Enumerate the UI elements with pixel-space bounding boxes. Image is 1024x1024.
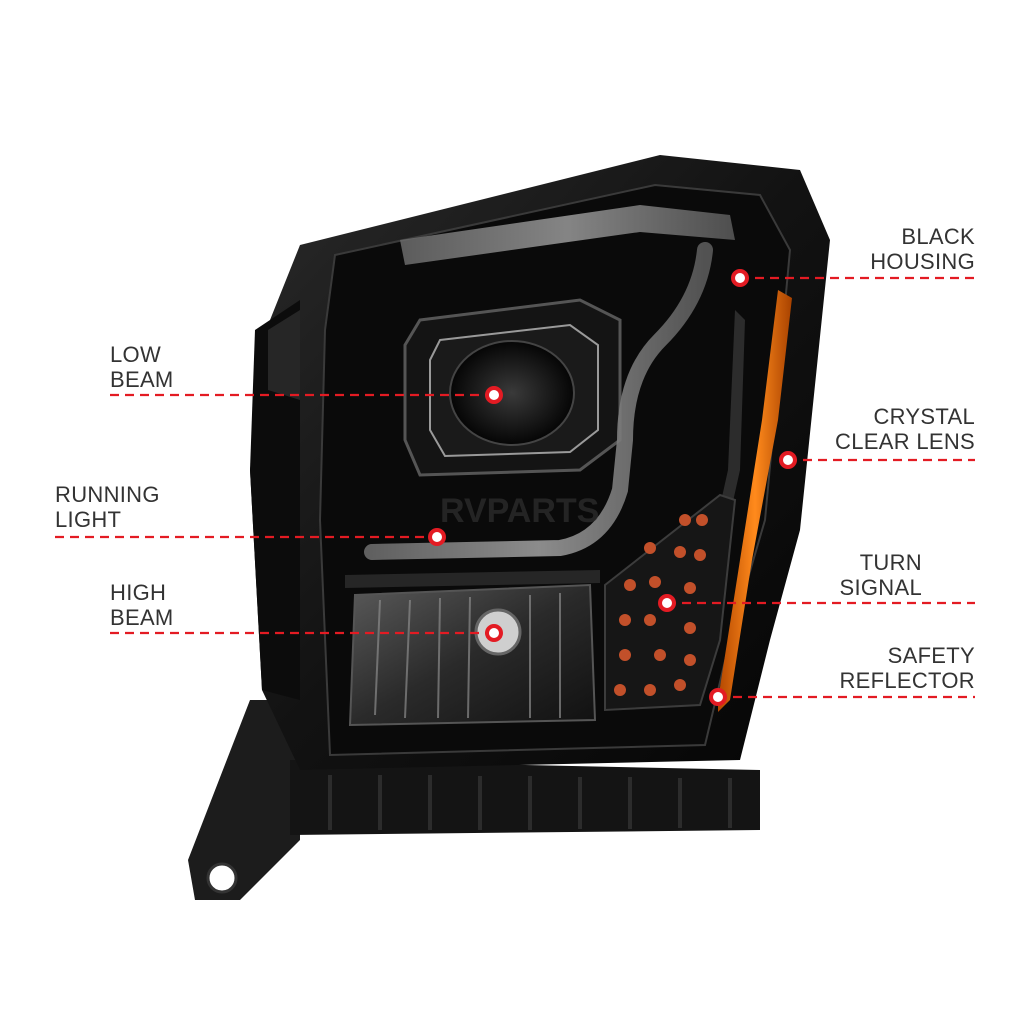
- side-clip: [268, 310, 300, 400]
- label-turn-signal: TURN SIGNAL: [840, 550, 923, 600]
- headlight-assembly: RVPARTS: [188, 155, 830, 900]
- label-crystal-clear-lens: CRYSTAL CLEAR LENS: [835, 404, 975, 454]
- label-low-beam-line1: LOW: [110, 342, 162, 367]
- label-running-light-line2: LIGHT: [55, 507, 122, 532]
- watermark-text: RVPARTS: [440, 492, 599, 530]
- label-black-housing: BLACK HOUSING: [870, 224, 975, 274]
- dot-safety-reflector: [709, 688, 727, 706]
- base-ribs: [328, 775, 732, 830]
- turn-signal-leds: [614, 514, 708, 696]
- divider-bar: [345, 570, 600, 588]
- label-turn-signal-line1: TURN: [859, 550, 922, 575]
- dot-running-light: [428, 528, 446, 546]
- label-low-beam: LOW BEAM: [110, 342, 174, 392]
- label-high-beam-line1: HIGH: [110, 580, 167, 605]
- dot-high-beam: [485, 624, 503, 642]
- label-turn-signal-line2: SIGNAL: [839, 575, 922, 600]
- callouts: [55, 276, 975, 699]
- label-crystal-clear-lens-line1: CRYSTAL: [873, 404, 975, 429]
- callout-dots: [428, 269, 797, 706]
- housing-base: [290, 760, 760, 835]
- reflector-facets: [374, 593, 561, 719]
- high-beam-reflector: [348, 583, 597, 727]
- label-running-light: RUNNING LIGHT: [55, 482, 160, 532]
- mounting-hole: [206, 862, 238, 894]
- label-safety-reflector-line2: REFLECTOR: [839, 668, 975, 693]
- label-high-beam: HIGH BEAM: [110, 580, 174, 630]
- label-black-housing-line2: HOUSING: [870, 249, 975, 274]
- dot-low-beam: [485, 386, 503, 404]
- mounting-bracket: [188, 700, 300, 900]
- housing-side: [250, 300, 300, 700]
- dot-turn-signal: [658, 594, 676, 612]
- label-crystal-clear-lens-line2: CLEAR LENS: [835, 429, 975, 454]
- label-high-beam-line2: BEAM: [110, 605, 174, 630]
- label-black-housing-line1: BLACK: [901, 224, 975, 249]
- label-safety-reflector: SAFETY REFLECTOR: [839, 643, 975, 693]
- dot-crystal-clear-lens: [779, 451, 797, 469]
- label-low-beam-line2: BEAM: [110, 367, 174, 392]
- label-safety-reflector-line1: SAFETY: [887, 643, 975, 668]
- label-running-light-line1: RUNNING: [55, 482, 160, 507]
- projector-lens: [449, 340, 575, 446]
- dot-black-housing: [731, 269, 749, 287]
- amber-reflector-strip: [718, 290, 792, 712]
- top-light-bar: [400, 205, 735, 265]
- running-light-tube: [364, 242, 713, 560]
